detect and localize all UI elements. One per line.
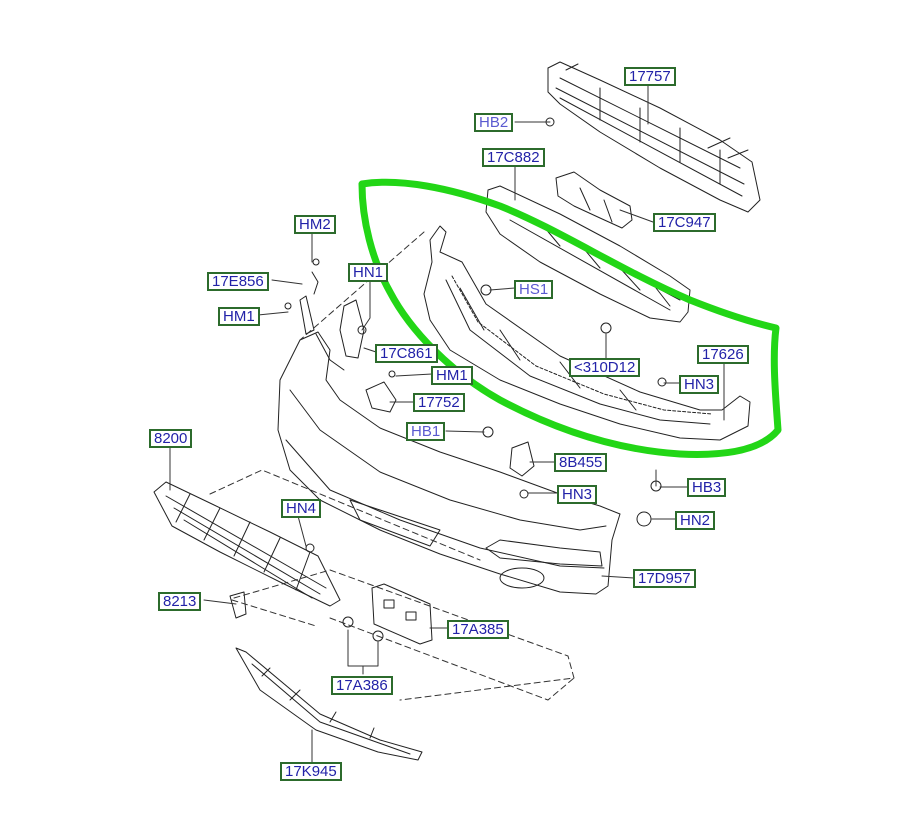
callout-hm1[interactable]: HM1 <box>218 307 260 326</box>
assembly-guide-lines <box>209 231 575 701</box>
callout-hn2[interactable]: HN2 <box>675 511 716 530</box>
callout-hn3-right[interactable]: HN3 <box>679 375 720 394</box>
callout-8213[interactable]: 8213 <box>158 592 202 611</box>
callout-hn3-mid[interactable]: HN3 <box>557 485 598 504</box>
callout-17a386[interactable]: 17A386 <box>331 676 393 695</box>
callout-17c861[interactable]: 17C861 <box>375 344 438 363</box>
grille-clip <box>229 591 247 619</box>
callout-hb2[interactable]: HB2 <box>474 113 514 132</box>
callout-8b455[interactable]: 8B455 <box>554 453 608 472</box>
callout-17c947[interactable]: 17C947 <box>653 213 716 232</box>
side-brackets <box>299 295 535 477</box>
callout-hs1[interactable]: HS1 <box>514 280 554 299</box>
license-plate-bracket <box>371 583 433 645</box>
callout-17626[interactable]: 17626 <box>697 345 749 364</box>
bumper-cover <box>277 331 621 595</box>
callout-17752[interactable]: 17752 <box>413 393 465 412</box>
callout-hb1[interactable]: HB1 <box>406 422 446 441</box>
callout-17757[interactable]: 17757 <box>624 67 676 86</box>
callout-17c882[interactable]: 17C882 <box>482 148 545 167</box>
callout-17a385[interactable]: 17A385 <box>447 620 509 639</box>
callout-hn1[interactable]: HN1 <box>348 263 389 282</box>
callout-17k945[interactable]: 17K945 <box>280 762 342 781</box>
callout-hm2[interactable]: HM2 <box>294 215 336 234</box>
callout-hm1-mid[interactable]: HM1 <box>431 366 473 385</box>
callout-17d957[interactable]: 17D957 <box>633 569 696 588</box>
highlight-outline <box>358 178 782 458</box>
callout-8200[interactable]: 8200 <box>149 429 193 448</box>
callout-hb3[interactable]: HB3 <box>687 478 727 497</box>
callout-hn4[interactable]: HN4 <box>281 499 322 518</box>
callout-leaders <box>169 81 725 763</box>
lower-grille-strip <box>235 647 423 761</box>
callout-17e856[interactable]: 17E856 <box>207 272 269 291</box>
callout-310d12[interactable]: <310D12 <box>569 358 641 377</box>
absorber-bracket <box>555 171 633 229</box>
upper-grille-panel <box>423 225 751 441</box>
bumper-reinforcement-beam <box>547 61 761 213</box>
